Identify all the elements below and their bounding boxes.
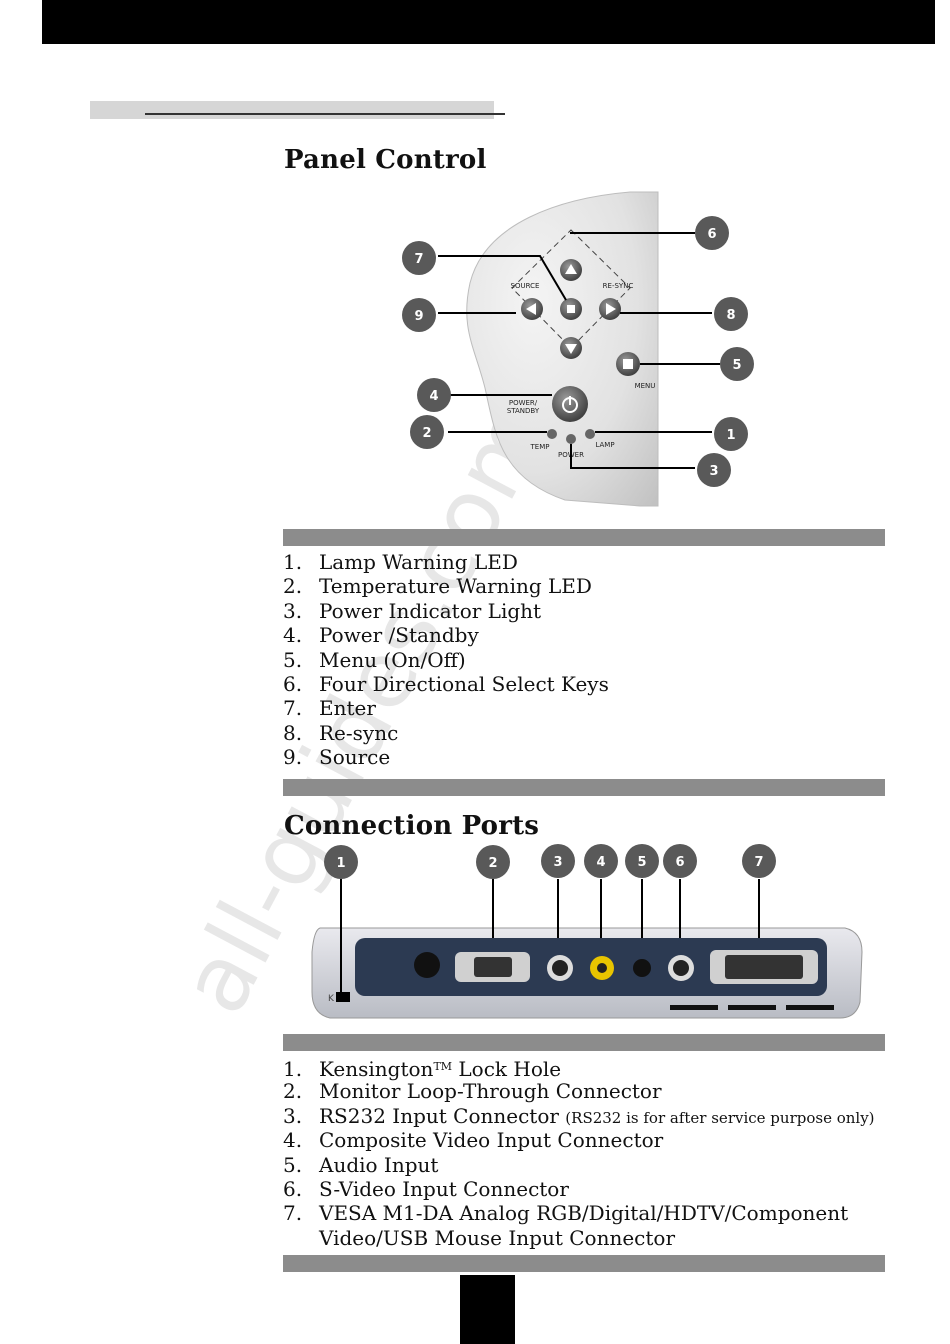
- list-item: 2.Monitor Loop-Through Connector: [283, 1079, 662, 1104]
- list-item: 7.Enter: [283, 696, 376, 721]
- panel-control-diagram: SOURCE RE-SYNC MENU POWER/ STANDBY TEMP …: [402, 191, 754, 507]
- callout-8: 8: [714, 297, 748, 331]
- temp-label: TEMP: [530, 443, 550, 451]
- callout-2: 2: [476, 845, 510, 879]
- menu-icon: [623, 359, 633, 369]
- panel-control-list: 1.Lamp Warning LED 2.Temperature Warning…: [283, 550, 609, 770]
- callout-4: 4: [417, 378, 451, 412]
- list-item: 4.Composite Video Input Connector: [283, 1128, 664, 1153]
- svg-text:7: 7: [414, 252, 423, 267]
- list-item: 3.Power Indicator Light: [283, 598, 542, 623]
- callout-6: 6: [695, 216, 729, 250]
- section-bar: [283, 1034, 885, 1051]
- svg-text:1: 1: [726, 428, 735, 443]
- section-bar: [283, 529, 885, 546]
- source-label: SOURCE: [511, 282, 540, 290]
- list-item: 1.Lamp Warning LED: [283, 550, 518, 574]
- menu-label: MENU: [635, 382, 656, 390]
- up-arrow-icon: [565, 264, 577, 274]
- list-item: 6.Four Directional Select Keys: [283, 671, 609, 696]
- connection-ports-list: 1.KensingtonTM Lock Hole 2.Monitor Loop-…: [283, 1055, 875, 1250]
- svg-text:2: 2: [488, 856, 497, 871]
- lamp-led: [585, 429, 595, 439]
- page-number-tab: [460, 1275, 515, 1344]
- panel-control-title: Panel Control: [284, 145, 487, 175]
- callout-4: 4: [584, 844, 618, 878]
- list-item: 6.S-Video Input Connector: [283, 1176, 569, 1201]
- chapter-tab-rule: [145, 113, 505, 115]
- callout-7: 7: [402, 241, 436, 275]
- callout-2: 2: [410, 415, 444, 449]
- power-standby-label-2: STANDBY: [507, 407, 540, 415]
- audio-input-port: [633, 959, 651, 977]
- header-bar: [42, 0, 935, 44]
- list-item: 5.Menu (On/Off): [283, 647, 466, 672]
- resync-label: RE-SYNC: [603, 282, 634, 290]
- down-arrow-icon: [565, 344, 577, 354]
- callout-3: 3: [541, 844, 575, 878]
- kensington-icon: K: [328, 994, 335, 1004]
- power-led: [566, 434, 576, 444]
- svg-text:7: 7: [754, 855, 763, 870]
- list-item: 9.Source: [283, 745, 391, 770]
- round-port: [414, 952, 440, 978]
- svg-text:9: 9: [414, 309, 423, 324]
- svg-text:3: 3: [553, 855, 562, 870]
- callout-5: 5: [720, 347, 754, 381]
- section-bar: [283, 779, 885, 796]
- svg-text:2: 2: [422, 426, 431, 441]
- section-bar: [283, 1255, 885, 1272]
- list-item: 3.RS232 Input Connector (RS232 is for af…: [283, 1103, 875, 1128]
- power-standby-label-1: POWER/: [509, 399, 538, 407]
- svg-text:6: 6: [707, 227, 716, 242]
- svg-text:5: 5: [732, 358, 741, 373]
- svg-text:5: 5: [637, 855, 646, 870]
- list-item: 5.Audio Input: [283, 1152, 439, 1177]
- chapter-tab-bar: [90, 101, 494, 119]
- callout-6: 6: [663, 844, 697, 878]
- callout-5: 5: [625, 844, 659, 878]
- kensington-lock-hole: [336, 992, 350, 1002]
- svg-text:4: 4: [429, 389, 438, 404]
- right-arrow-icon: [606, 303, 616, 315]
- callout-9: 9: [402, 298, 436, 332]
- list-item: 8.Re-sync: [283, 720, 399, 745]
- list-item: 2.Temperature Warning LED: [283, 574, 592, 599]
- connection-ports-title: Connection Ports: [284, 811, 540, 841]
- callout-1: 1: [714, 417, 748, 451]
- callout-1: 1: [324, 845, 358, 879]
- svg-text:1: 1: [336, 856, 345, 871]
- list-item: 4.Power /Standby: [283, 623, 479, 648]
- svg-text:6: 6: [675, 855, 684, 870]
- list-item: 1.KensingtonTM Lock Hole: [283, 1057, 562, 1081]
- enter-icon: [567, 305, 575, 313]
- list-item-continuation: Video/USB Mouse Input Connector: [319, 1225, 676, 1250]
- svg-text:3: 3: [709, 464, 718, 479]
- callout-3: 3: [697, 453, 731, 487]
- callout-7: 7: [742, 844, 776, 878]
- connection-ports-diagram: K 1 2 3 4 5 6 7: [311, 844, 863, 1019]
- svg-text:4: 4: [596, 855, 605, 870]
- left-arrow-icon: [526, 303, 536, 315]
- list-item: 7.VESA M1-DA Analog RGB/Digital/HDTV/Com…: [283, 1201, 849, 1226]
- lamp-label: LAMP: [595, 441, 614, 449]
- svg-text:8: 8: [726, 308, 735, 323]
- temp-led: [547, 429, 557, 439]
